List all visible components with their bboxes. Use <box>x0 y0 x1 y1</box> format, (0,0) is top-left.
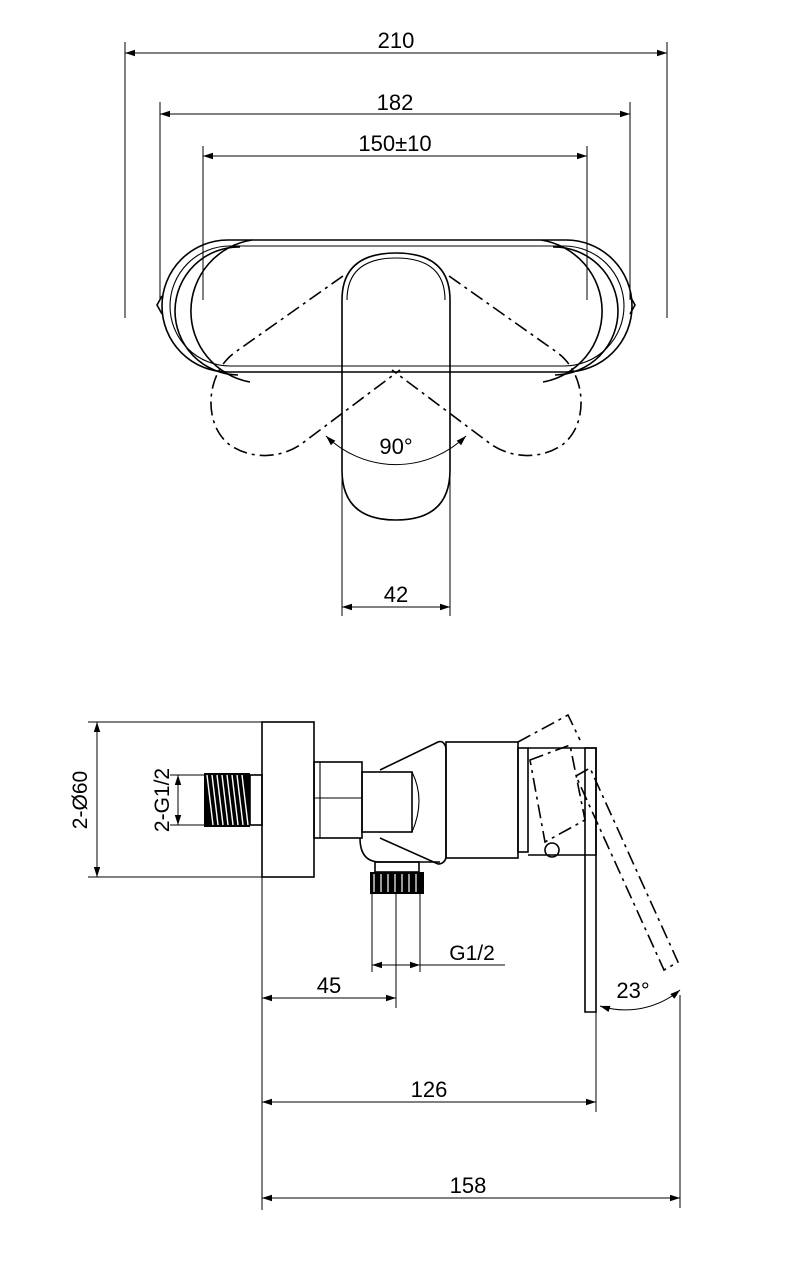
mixer-body-outline <box>161 239 633 373</box>
dimension-outlet-offset: 45 <box>262 894 397 1008</box>
valve-housing <box>359 740 529 865</box>
lever-side-outline <box>528 747 597 1013</box>
label-rosette-diameter: 2-Ø60 <box>69 771 92 829</box>
label-adjust-range: 150±10 <box>358 131 431 156</box>
label-outlet-offset: 45 <box>317 973 341 998</box>
outlet-threaded-connector <box>370 861 424 894</box>
eccentric-connector <box>313 761 413 839</box>
label-body-depth: 126 <box>411 1077 448 1102</box>
dimension-overall-width: 210 <box>124 28 668 318</box>
dimension-lever-angle: 23° <box>595 978 681 1018</box>
label-flange-centers: 182 <box>377 90 414 115</box>
label-outlet-thread: G1/2 <box>449 942 495 965</box>
side-view: 2-Ø60 2-G1/2 <box>69 713 681 1210</box>
top-view: 210 182 150±10 <box>124 28 668 616</box>
handle-rotated-positions <box>210 275 582 457</box>
dimension-flange-centers: 182 <box>159 90 631 300</box>
dimension-inlet-thread: 2-G1/2 <box>151 768 205 832</box>
dimension-total-depth: 158 <box>262 995 681 1208</box>
dimension-adjust-range: 150±10 <box>202 131 588 300</box>
inlet-threaded-connector <box>204 773 263 827</box>
label-total-depth: 158 <box>450 1173 487 1198</box>
label-inlet-thread: 2-G1/2 <box>151 768 174 832</box>
dimension-body-depth: 126 <box>261 877 597 1210</box>
label-lever-angle: 23° <box>616 978 649 1003</box>
dimension-outlet-thread: G1/2 <box>371 894 505 972</box>
label-handle-width: 42 <box>384 582 408 607</box>
dimension-handle-width: 42 <box>341 470 451 616</box>
rosette-flange <box>261 721 315 878</box>
label-rotation-angle: 90° <box>379 434 412 459</box>
dimension-rosette-diameter: 2-Ø60 <box>69 721 262 878</box>
label-overall-width: 210 <box>378 28 415 53</box>
dimension-rotation-angle: 90° <box>325 434 467 466</box>
lever-raised-position <box>517 713 680 972</box>
lever-handle-outline <box>341 252 451 521</box>
